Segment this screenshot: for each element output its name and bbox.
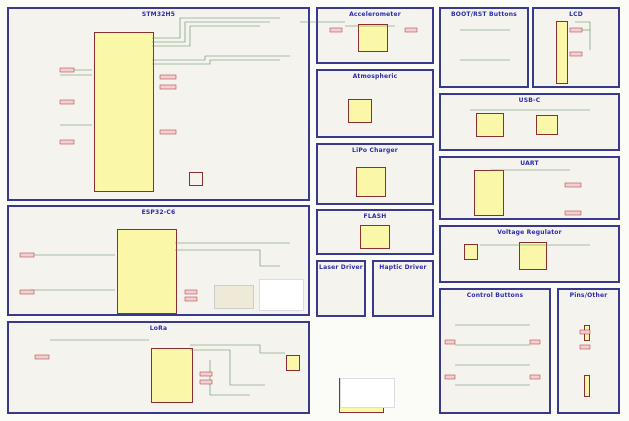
sheet-lipo-charger[interactable]: LiPo Charger (316, 143, 434, 205)
sheet-title: LoRa (149, 325, 168, 332)
sheet-title: LCD (569, 11, 583, 18)
sheet-boot-rst-buttons[interactable]: BOOT/RST Buttons (439, 7, 529, 88)
esp32-module (117, 229, 177, 314)
sheet-voltage-regulator[interactable]: Voltage Regulator (439, 225, 620, 283)
sheet-accelerometer[interactable]: Accelerometer (316, 7, 434, 64)
sheet-title: UART (520, 160, 539, 167)
sheet-title: Control Buttons (466, 292, 524, 299)
pin-header (584, 375, 590, 397)
sheet-title: ESP32-C6 (141, 209, 176, 216)
flash-ic (360, 225, 390, 249)
pin-header (584, 325, 590, 341)
sheet-flash[interactable]: FLASH (316, 209, 434, 255)
uart-ic (474, 170, 504, 216)
charger-ic (356, 167, 386, 197)
atmos-ic (348, 99, 372, 123)
sheet-title: Pins/Other (569, 292, 608, 299)
esd-ic (536, 115, 558, 135)
sheet-title: Laser Driver (319, 264, 363, 271)
sheet-usb-c[interactable]: USB-C (439, 93, 620, 151)
sheet-stm32h5[interactable]: STM32H5 (7, 7, 310, 201)
sheet-title: Accelerometer (349, 11, 401, 18)
sheet-esp32-c6[interactable]: ESP32-C6 (7, 205, 310, 316)
sheet-haptic-driver[interactable]: Haptic Driver (372, 260, 434, 317)
usb-c-connector (476, 113, 504, 137)
sheet-title: USB-C (518, 97, 541, 104)
embedded-image (259, 279, 304, 311)
sheet-title: BOOT/RST Buttons (451, 11, 517, 18)
sheet-lcd[interactable]: LCD (532, 7, 620, 88)
lcd-connector (556, 21, 568, 84)
sheet-laser-driver[interactable]: Laser Driver (316, 260, 366, 317)
sheet-control-buttons[interactable]: Control Buttons (439, 288, 551, 414)
sheet-title: Haptic Driver (379, 264, 427, 271)
sheet-title: Atmospheric (352, 73, 398, 80)
sheet-title: Voltage Regulator (497, 229, 562, 236)
sheet-lora[interactable]: LoRa (7, 321, 384, 414)
accel-ic (358, 24, 388, 52)
embedded-image (340, 378, 395, 408)
sheet-title: LiPo Charger (352, 147, 398, 154)
mcu-ic (94, 32, 154, 192)
sheet-pins-other[interactable]: Pins/Other (557, 288, 620, 414)
sheet-title: STM32H5 (141, 11, 176, 18)
switch (464, 244, 478, 260)
sheet-title: FLASH (363, 213, 387, 220)
regulator-ic (519, 242, 547, 270)
rf-switch (286, 355, 300, 371)
embedded-image (214, 285, 254, 309)
sheet-uart[interactable]: UART (439, 156, 620, 220)
crystal (189, 172, 203, 186)
lora-ic (151, 348, 193, 403)
sheet-atmospheric[interactable]: Atmospheric (316, 69, 434, 138)
